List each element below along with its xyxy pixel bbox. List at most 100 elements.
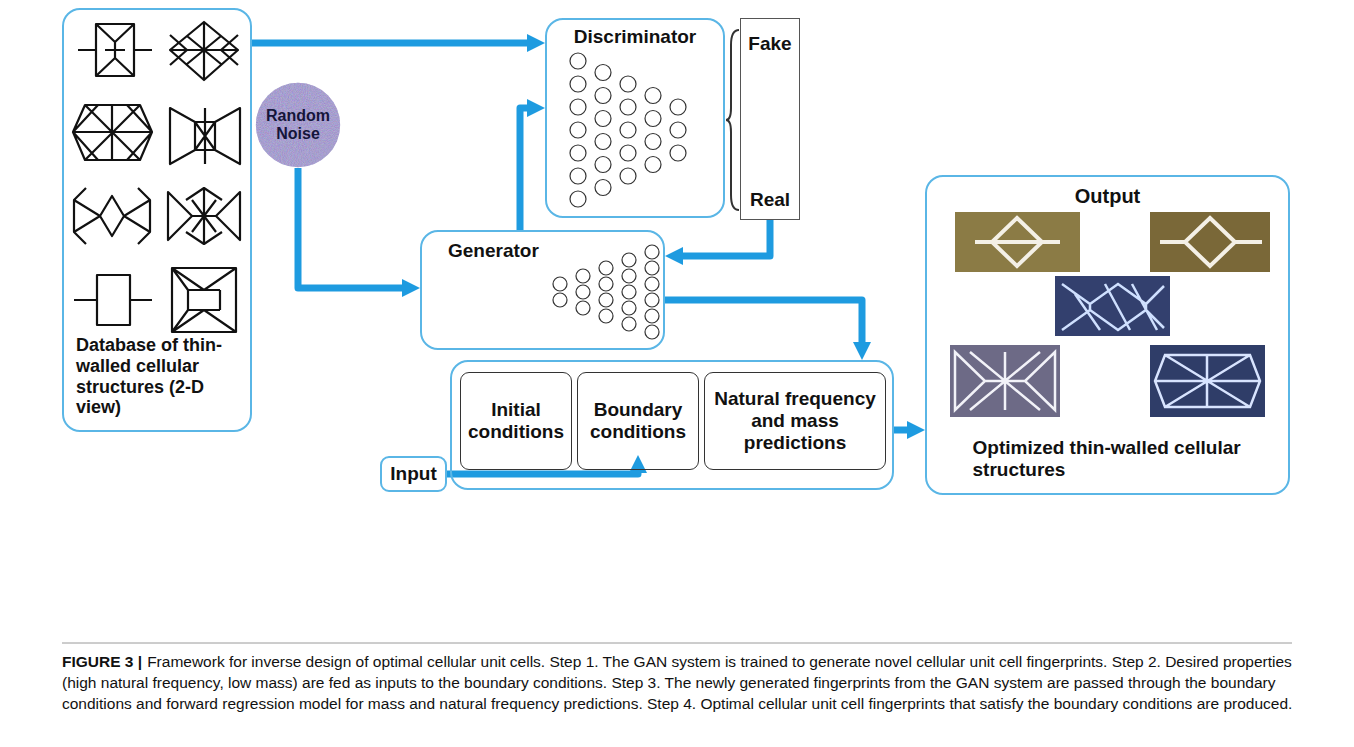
neuron (553, 293, 567, 307)
condition-panel: Initial conditions Boundary conditions Nat… (450, 360, 894, 490)
noise-circle: Random Noise (255, 82, 341, 168)
flow-arrow (520, 108, 527, 230)
node-title: Database of thin-walled cellular structu… (76, 335, 240, 418)
neuron (622, 253, 636, 267)
condition-box: Boundary conditions (577, 372, 699, 470)
caption-rule (62, 643, 1292, 644)
neuron (622, 285, 636, 299)
database-box: Database of thin-walled cellular structu… (62, 8, 252, 432)
photo-structure (1062, 284, 1164, 330)
neuron (645, 157, 661, 173)
output-box: OutputOptimized thin-walled cellular str… (925, 175, 1290, 495)
node-title: Input (390, 463, 436, 485)
neuron (599, 261, 613, 275)
neuron (645, 134, 661, 150)
neuron (670, 99, 686, 115)
neuron (620, 76, 636, 92)
prediction-box: Natural frequency and mass predictions (704, 372, 886, 470)
flow-arrow (894, 427, 907, 434)
node-title: Fake (748, 33, 791, 55)
neuron (570, 191, 586, 207)
neuron (570, 53, 586, 69)
neuron (576, 285, 590, 299)
neuron (620, 99, 636, 115)
neuron (570, 145, 586, 161)
neuron (622, 317, 636, 331)
flow-arrow (298, 168, 402, 288)
node-title: Generator (448, 240, 539, 262)
cell-icon (78, 24, 152, 76)
photo (955, 212, 1080, 272)
neuron (599, 277, 613, 291)
neuron (620, 168, 636, 184)
neuron (622, 269, 636, 283)
photo (1150, 212, 1270, 272)
neuron (620, 122, 636, 138)
brace (726, 30, 739, 210)
neuron (570, 168, 586, 184)
node-title: Output (1075, 185, 1141, 208)
neuron (645, 88, 661, 104)
figure-label: FIGURE 3 | (62, 653, 142, 670)
discriminator-box: Discriminator (545, 18, 725, 218)
neuron (595, 65, 611, 81)
photo-structure (1160, 218, 1262, 266)
flow-arrow (683, 220, 770, 256)
neuron (645, 277, 659, 291)
neuron (595, 88, 611, 104)
flow-arrow (665, 300, 862, 342)
figure-caption: Framework for inverse design of optimal … (62, 653, 1292, 712)
neuron (599, 309, 613, 323)
node-title: Initial conditions (465, 399, 567, 443)
neuron (570, 122, 586, 138)
neuron (599, 293, 613, 307)
result-box: FakeReal (740, 18, 800, 220)
condition-box: Initial conditions (460, 372, 572, 470)
neuron (576, 269, 590, 283)
photo (1055, 276, 1170, 336)
neuron (645, 245, 659, 259)
neuron (670, 145, 686, 161)
photo (950, 345, 1060, 417)
caption-block: FIGURE 3 |Framework for inverse design o… (62, 651, 1294, 714)
neuron (595, 134, 611, 150)
node-title: Natural frequency and mass predictions (709, 388, 881, 454)
cell-icon (168, 188, 240, 244)
neuron (570, 99, 586, 115)
neuron (553, 277, 567, 291)
neuron (595, 157, 611, 173)
neuron (620, 145, 636, 161)
neuron (645, 111, 661, 127)
neuron (595, 111, 611, 127)
neuron (645, 325, 659, 339)
node-title: Boundary conditions (582, 399, 694, 443)
neuron (645, 261, 659, 275)
cell-icon (170, 108, 240, 164)
neuron (570, 76, 586, 92)
neuron (645, 293, 659, 307)
cell-icon (170, 22, 238, 80)
neuron (622, 301, 636, 315)
photo-structure (1155, 355, 1260, 407)
node-title: Discriminator (574, 26, 696, 48)
cell-icon (73, 105, 152, 160)
photo-structure (955, 352, 1055, 410)
node-title: Random Noise (255, 107, 341, 144)
cell-icon (172, 268, 236, 332)
photo (1150, 345, 1265, 417)
input-box: Input (380, 456, 447, 492)
flow-arrow (447, 473, 638, 474)
node-text: Optimized thin-walled cellular structure… (973, 437, 1243, 481)
photo-structure (975, 218, 1060, 266)
noise-texture (255, 82, 341, 168)
cell-icon (74, 188, 150, 244)
flow-arrow (252, 40, 527, 47)
neuron (670, 122, 686, 138)
cell-icon (74, 275, 152, 325)
neuron (576, 301, 590, 315)
neuron (595, 180, 611, 196)
node-text: Real (750, 189, 790, 211)
